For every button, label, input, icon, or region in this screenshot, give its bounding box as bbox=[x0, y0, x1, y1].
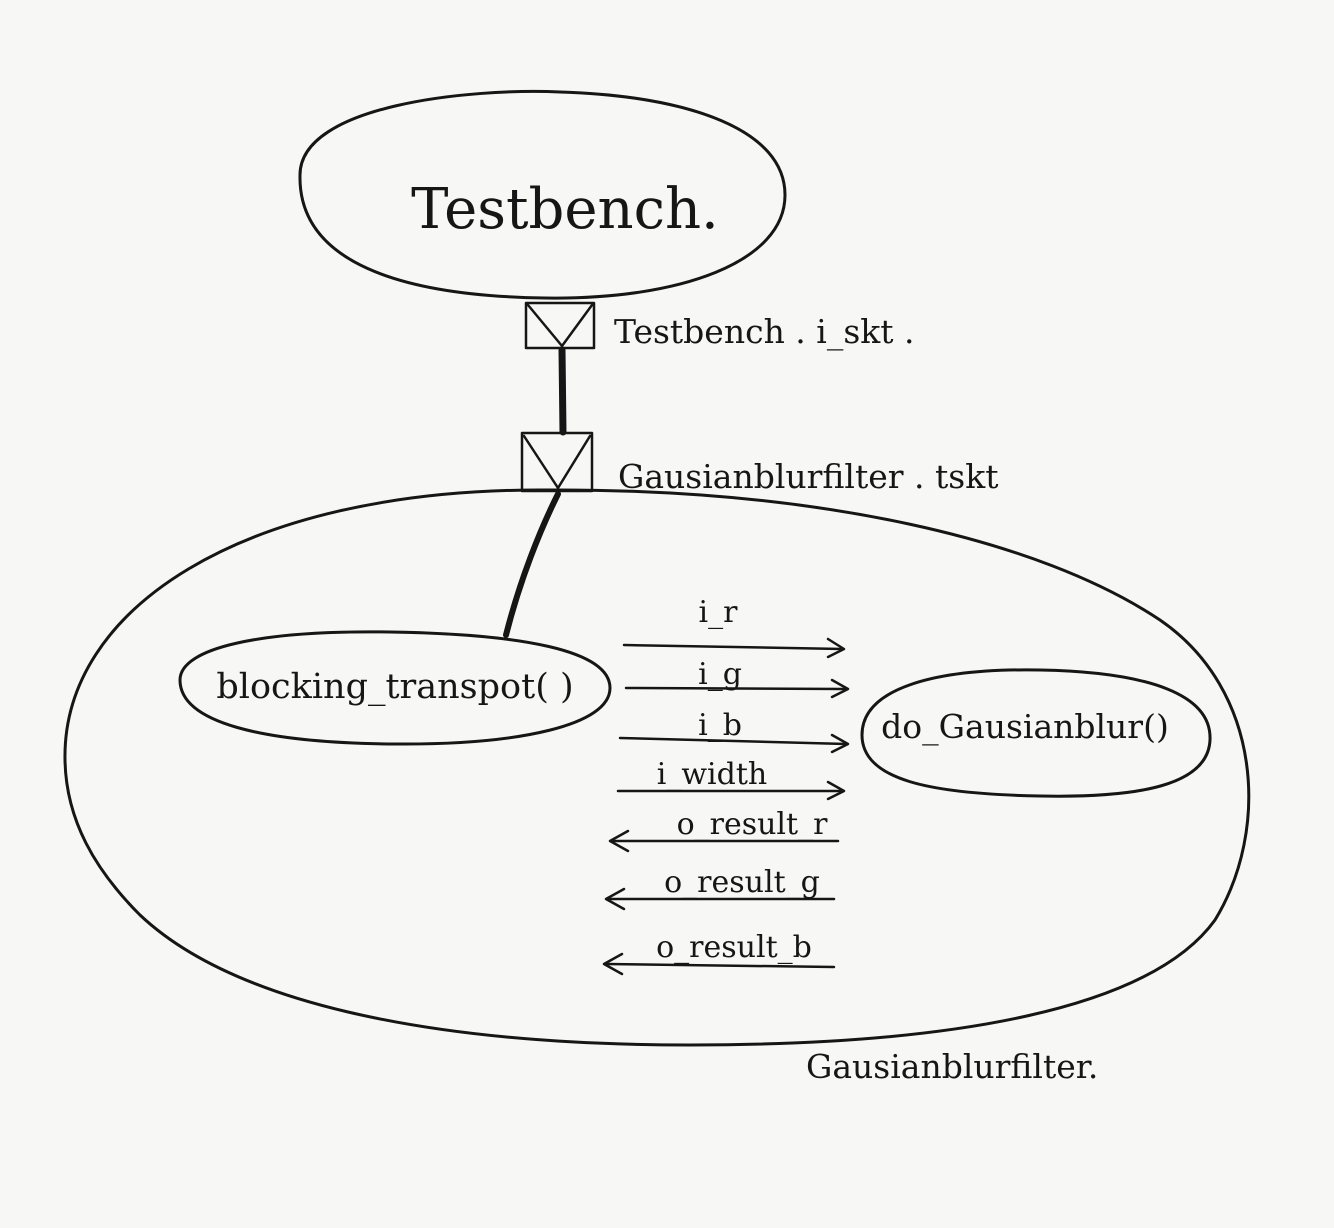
signal-label: i_b bbox=[698, 708, 742, 743]
initiator-socket-label: Testbench . i_skt . bbox=[614, 312, 915, 352]
arrow-right-icon bbox=[826, 780, 846, 801]
signal-arrow-o-result-g: o_result_g bbox=[604, 865, 836, 911]
arrow-right-icon bbox=[826, 637, 846, 659]
arrow-right-icon bbox=[830, 678, 850, 699]
initiator-socket-arrow-icon bbox=[526, 303, 594, 348]
signal-line bbox=[604, 962, 836, 969]
arrow-right-icon bbox=[830, 733, 850, 754]
signal-arrow-i-b: i_b bbox=[618, 708, 850, 754]
signal-label: o_result_r bbox=[677, 807, 829, 842]
filter-label: Gausianblurfilter. bbox=[806, 1047, 1098, 1086]
do-gaussian-blur-label: do_Gausianblur() bbox=[881, 707, 1169, 747]
signal-arrow-i-width: i_width bbox=[616, 757, 846, 801]
signal-line bbox=[622, 643, 844, 651]
target-socket: Gausianblurfilter . tskt bbox=[520, 431, 998, 496]
filter-ellipse bbox=[63, 488, 1251, 1047]
arrow-left-icon bbox=[604, 887, 626, 911]
signal-label: o_result_b bbox=[656, 930, 812, 965]
signal-label: i_width bbox=[657, 757, 767, 792]
initiator-socket-box bbox=[524, 301, 596, 350]
socket-binding-line bbox=[558, 346, 567, 436]
signal-arrow-i-g: i_g bbox=[624, 657, 850, 699]
output-signals: o_result_r o_result_g o_result_b bbox=[602, 807, 840, 976]
input-signals: i_r i_g i_b i_width bbox=[616, 595, 850, 801]
tskt-to-transport-line bbox=[503, 491, 561, 638]
signal-line bbox=[624, 686, 848, 691]
blocking-transport-ellipse bbox=[178, 630, 612, 746]
signal-label: i_r bbox=[699, 595, 739, 630]
target-socket-box bbox=[520, 431, 594, 493]
signal-label: i_g bbox=[698, 657, 742, 692]
testbench-ellipse bbox=[298, 89, 787, 300]
arrow-left-icon bbox=[602, 952, 624, 976]
target-socket-arrow-icon bbox=[522, 434, 592, 490]
signal-arrow-o-result-b: o_result_b bbox=[602, 930, 836, 976]
blocking-transport-label: blocking_transpot( ) bbox=[216, 667, 573, 707]
do-gaussian-blur-ellipse bbox=[860, 668, 1212, 798]
signal-arrow-i-r: i_r bbox=[622, 595, 846, 659]
signal-label: o_result_g bbox=[664, 865, 820, 900]
filter-node: Gausianblurfilter. bbox=[63, 488, 1251, 1086]
blocking-transport-node: blocking_transpot( ) bbox=[178, 630, 612, 746]
initiator-socket: Testbench . i_skt . bbox=[524, 301, 915, 352]
testbench-node: Testbench. bbox=[298, 89, 787, 300]
signal-arrow-o-result-r: o_result_r bbox=[608, 807, 840, 853]
do-gaussian-blur-node: do_Gausianblur() bbox=[860, 668, 1212, 798]
target-socket-label: Gausianblurfilter . tskt bbox=[618, 457, 998, 496]
signal-line bbox=[618, 736, 848, 746]
arrow-left-icon bbox=[608, 829, 630, 853]
testbench-label: Testbench. bbox=[411, 177, 719, 242]
